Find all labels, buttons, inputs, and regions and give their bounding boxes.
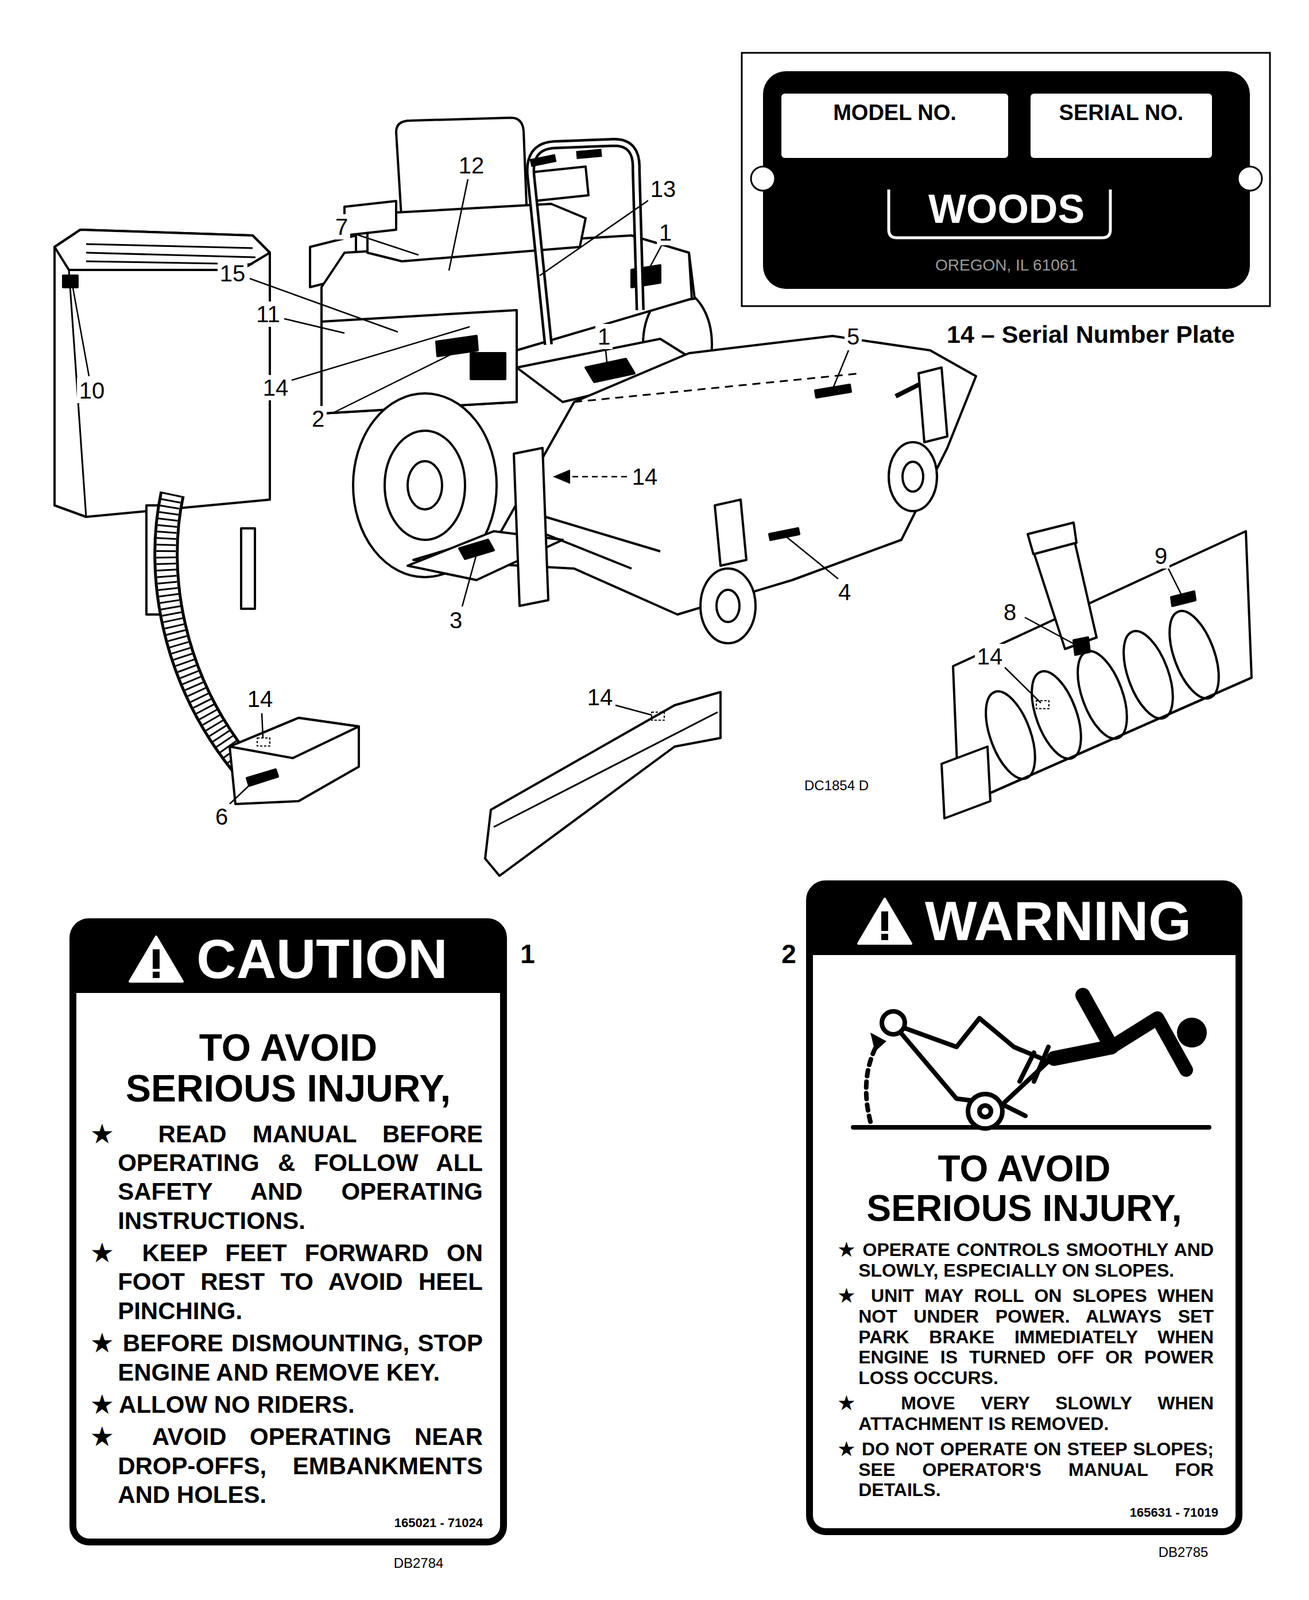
safety-instruction: ★ READ MANUAL BEFORE OPERATING & FOLLOW … — [91, 1119, 483, 1236]
callout-number: 3 — [447, 607, 465, 633]
safety-instruction: ★ OPERATE CONTROLS SMOOTHLY AND SLOWLY, … — [838, 1239, 1214, 1281]
drawing-number: DC1854 D — [802, 777, 871, 793]
pictogram-area — [812, 954, 1236, 1149]
callout-number: 10 — [76, 377, 108, 404]
callout-number: 15 — [217, 260, 249, 286]
alert-triangle — [857, 896, 913, 946]
callout-number: 13 — [648, 176, 679, 202]
rollover-pictogram — [812, 960, 1236, 1145]
callout-number: 14 — [585, 684, 616, 710]
callout-number: 1 — [656, 219, 675, 246]
safety-instruction: ★ KEEP FEET FORWARD ON FOOT REST TO AVOI… — [91, 1238, 483, 1326]
callout-number: 14 — [260, 374, 292, 401]
callout-number: 4 — [835, 579, 854, 605]
field-label: MODEL NO. — [833, 100, 957, 126]
safety-instruction: ★ AVOID OPERATING NEAR DROP-OFFS, EMBANK… — [91, 1422, 483, 1509]
callout-number: 9 — [1152, 543, 1170, 569]
callout-number: 12 — [456, 152, 487, 178]
decal-header: WARNING — [812, 887, 1236, 955]
signal-word: WARNING — [924, 893, 1192, 949]
serial-plate: WOODS OREGON, IL 61061 MODEL NO. SERIAL NO. — [763, 71, 1250, 289]
decal-number: 1 — [517, 939, 538, 969]
callout-number: 5 — [844, 323, 862, 350]
decal-number: 2 — [779, 939, 799, 969]
decal-headline: TO AVOID SERIOUS INJURY, — [851, 1148, 1197, 1229]
callout-number: 14 — [974, 643, 1006, 669]
plate-field: SERIAL NO. — [1030, 93, 1212, 158]
plate-field: MODEL NO. — [781, 93, 1009, 158]
callout-number: 14 — [629, 463, 661, 490]
callout-number: 1 — [595, 323, 613, 350]
part-number: 165631 - 71019 — [830, 1504, 1219, 1520]
alert-triangle — [128, 934, 184, 984]
drawing-number: DB2785 — [1156, 1544, 1211, 1560]
callout-number: 11 — [253, 301, 283, 327]
safety-instruction: ★ UNIT MAY ROLL ON SLOPES WHEN NOT UNDER… — [838, 1285, 1214, 1389]
safety-instruction: ★ DO NOT OPERATE ON STEEP SLOPES; SEE OP… — [838, 1438, 1214, 1501]
callout-number: 14 — [245, 686, 276, 712]
callout-number: 2 — [309, 405, 327, 432]
caution-decal: CAUTION TO AVOID SERIOUS INJURY, ★ READ MA… — [69, 918, 507, 1545]
warning-decal: WARNING TO AVOID SERIOUS INJURY, ★ OPERAT… — [806, 880, 1243, 1535]
safety-instruction: ★ BEFORE DISMOUNTING, STOP ENGINE AND RE… — [91, 1328, 483, 1387]
callout-number: 7 — [332, 214, 351, 240]
signal-word: CAUTION — [196, 931, 448, 987]
drawing-number: DB2784 — [391, 1555, 447, 1571]
callout-number: 8 — [1001, 599, 1019, 625]
decal-header: CAUTION — [76, 924, 501, 993]
decal-headline: TO AVOID SERIOUS INJURY, — [113, 1027, 464, 1110]
brand-name: WOODS — [763, 186, 1250, 232]
field-label: SERIAL NO. — [1059, 100, 1184, 126]
plate-caption: 14 – Serial Number Plate — [944, 320, 1238, 348]
part-number: 165021 - 71024 — [93, 1515, 483, 1531]
callout-number: 6 — [212, 803, 231, 830]
address-text: OREGON, IL 61061 — [763, 256, 1250, 275]
safety-instruction: ★ ALLOW NO RIDERS. — [91, 1389, 483, 1419]
safety-instruction: ★ MOVE VERY SLOWLY WHEN ATTACHMENT IS RE… — [838, 1392, 1214, 1435]
